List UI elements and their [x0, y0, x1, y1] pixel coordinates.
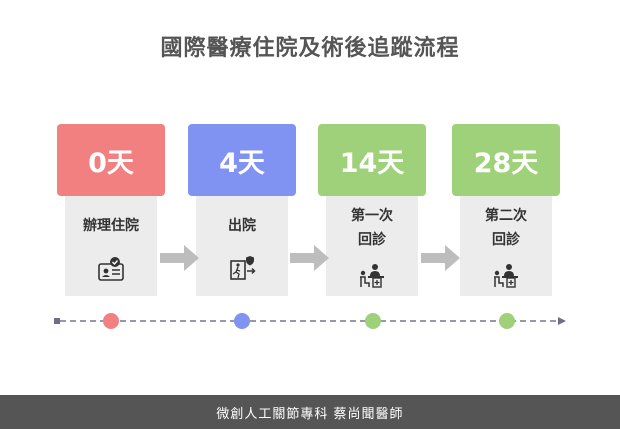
step-day-14: 14天 第一次 回診 [318, 124, 426, 296]
timeline [54, 313, 566, 329]
timeline-end-arrow-icon [558, 317, 566, 325]
footer-credit: 微創人工關節專科 蔡尚聞醫師 [0, 395, 620, 429]
step-day-header: 28天 [452, 124, 560, 196]
step-day-4: 4天 出院 [188, 124, 296, 296]
step-card [65, 192, 157, 296]
step-label: 第一次 回診 [326, 204, 418, 252]
doctor-consult-icon [494, 264, 518, 288]
step-day-0: 0天 辦理住院 [57, 124, 165, 296]
step-day-header: 0天 [57, 124, 165, 196]
step-card [326, 192, 418, 296]
step-label-line: 回診 [492, 232, 520, 248]
step-day-header: 4天 [188, 124, 296, 196]
page-title: 國際醫療住院及術後追蹤流程 [160, 36, 460, 61]
step-day-header: 14天 [318, 124, 426, 196]
doctor-consult-icon [360, 264, 384, 288]
step-label: 出院 [196, 214, 288, 238]
step-label-line: 第二次 [485, 208, 527, 224]
step-label-line: 辦理住院 [83, 218, 139, 234]
flow-arrow-icon [160, 245, 199, 271]
step-day-28: 28天 第二次 回診 [452, 124, 560, 296]
timeline-dot-day-0 [103, 313, 119, 329]
timeline-dot-day-4 [234, 313, 250, 329]
step-label-line: 出院 [228, 218, 256, 234]
step-label: 辦理住院 [65, 214, 157, 238]
id-card-check-icon [98, 257, 124, 281]
exit-door-shield-icon [230, 256, 256, 280]
timeline-dot-day-28 [499, 313, 515, 329]
flow-arrow-icon [290, 245, 329, 271]
timeline-start-marker [54, 318, 60, 324]
step-label-line: 第一次 [351, 208, 393, 224]
step-label: 第二次 回診 [460, 204, 552, 252]
flow-arrow-icon [421, 245, 460, 271]
step-card [196, 192, 288, 296]
step-card [460, 192, 552, 296]
timeline-dot-day-14 [365, 313, 381, 329]
step-label-line: 回診 [358, 232, 386, 248]
